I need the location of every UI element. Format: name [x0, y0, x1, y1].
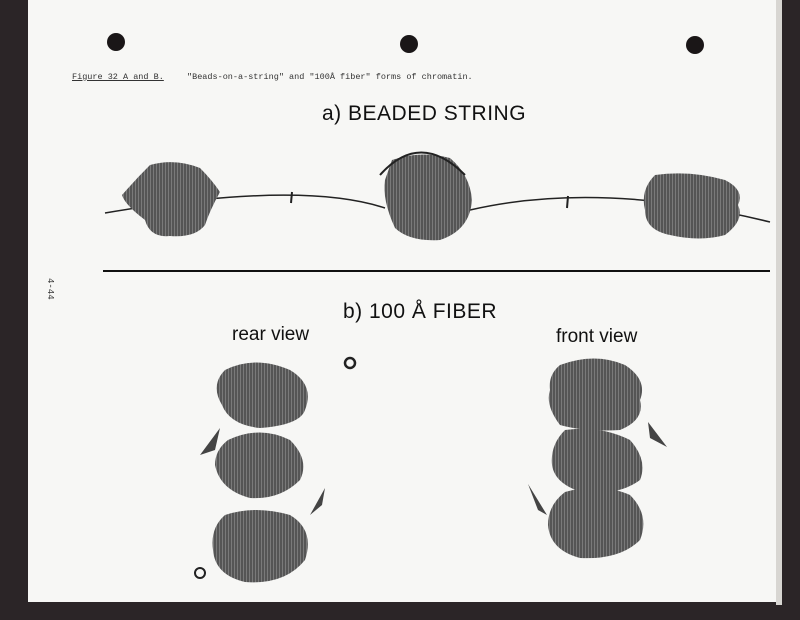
caption-text: "Beads-on-a-string" and "100Å fiber" for… — [187, 72, 473, 82]
fiber-rear-view — [194, 356, 357, 583]
rear-view-label: rear view — [232, 324, 310, 345]
panel-a-title: a) BEADED STRING — [322, 102, 527, 125]
document-page — [28, 0, 780, 602]
figure-caption: Figure 32 A and B. "Beads-on-a-string" a… — [72, 72, 473, 83]
punch-hole — [686, 36, 704, 54]
figure-label: Figure 32 A and B. — [72, 72, 164, 82]
nucleosome-bead — [643, 173, 740, 239]
panel-b-title: b) 100 Å FIBER — [343, 300, 498, 323]
nucleosome-bead — [122, 162, 220, 237]
nucleosome-bead — [384, 154, 472, 241]
fiber-front-view — [528, 358, 667, 559]
front-view-label: front view — [556, 326, 638, 347]
punch-hole — [107, 33, 125, 51]
page-edge — [776, 0, 782, 605]
beaded-string — [104, 151, 771, 241]
punch-hole — [400, 35, 418, 53]
